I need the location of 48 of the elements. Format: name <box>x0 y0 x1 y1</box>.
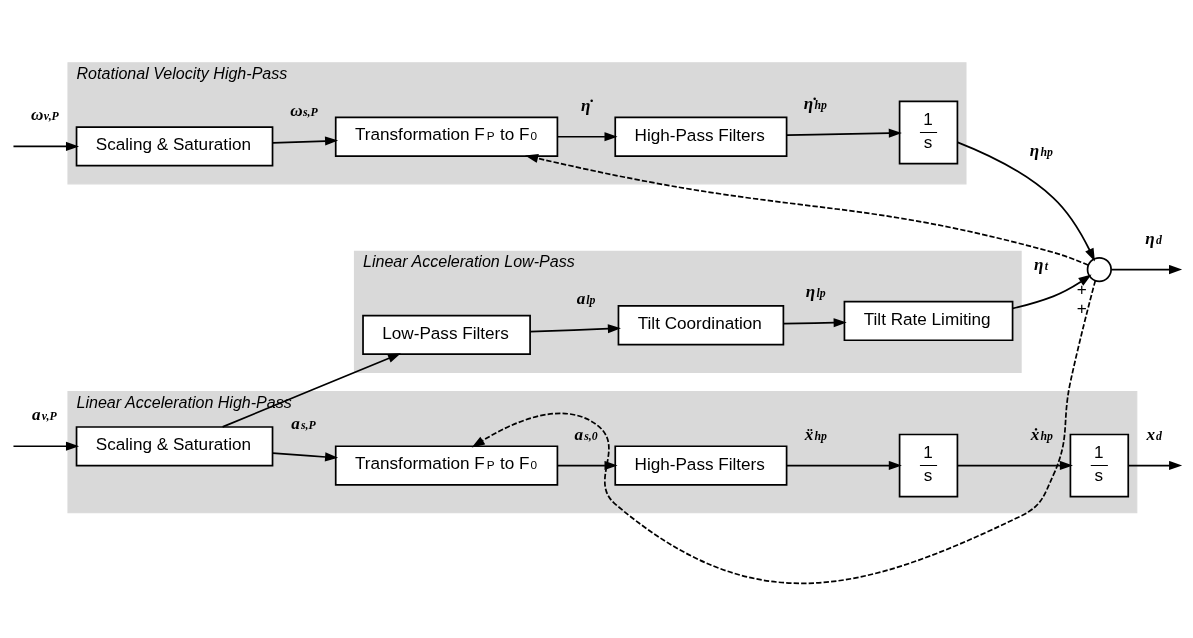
node-label: + <box>1076 298 1087 319</box>
node-label: + <box>1076 279 1087 300</box>
node-circle <box>1086 256 1112 283</box>
arrow <box>556 460 618 471</box>
arrow <box>12 141 80 151</box>
edge-label: as,P <box>291 413 316 433</box>
edge-label: η̇ <box>580 95 591 115</box>
edge-label: ηt <box>1034 255 1048 275</box>
node-box: Transformation FP to F0 <box>334 445 559 486</box>
edge-label: as,0 <box>574 424 598 444</box>
arrow <box>471 279 1097 585</box>
node-box: Tilt Rate Limiting <box>843 300 1014 342</box>
node-box: Transformation FP to F0 <box>334 116 559 157</box>
edge-label: ηd <box>1145 228 1162 248</box>
arrow <box>956 141 1095 262</box>
edge-label: ηhp <box>1029 140 1053 160</box>
node-box: 1 s <box>898 433 959 498</box>
edge-label: xd <box>1146 424 1162 444</box>
edge-label: av,P <box>32 405 57 425</box>
node-box: High-Pass Filters <box>614 116 788 157</box>
arrow <box>271 136 339 146</box>
arrow <box>271 452 339 462</box>
node-box: 1 s <box>1069 433 1130 498</box>
arrow <box>1012 274 1092 310</box>
arrow <box>786 460 902 471</box>
arrow <box>12 441 80 451</box>
edge-label: ẋhp <box>1030 424 1053 444</box>
node-box: Scaling & Saturation <box>75 426 274 467</box>
edge-label: ẍhp <box>804 424 827 444</box>
arrow <box>221 353 401 428</box>
arrow <box>786 128 902 138</box>
edge-label: ωs,P <box>290 101 318 121</box>
edge-label: η̇hp <box>803 93 827 113</box>
arrow <box>956 460 1073 471</box>
node-box: 1 s <box>898 100 959 165</box>
node-box: High-Pass Filters <box>614 445 788 486</box>
arrow <box>529 324 621 334</box>
arrow <box>556 132 618 142</box>
node-box: Low-Pass Filters <box>362 314 531 355</box>
arrow <box>525 153 1089 266</box>
arrow <box>782 318 847 328</box>
arrow <box>1127 460 1183 471</box>
edge-label: alp <box>576 288 596 308</box>
edge-label: ηlp <box>805 282 826 302</box>
node-box: Scaling & Saturation <box>75 126 274 167</box>
node-box: Tilt Coordination <box>617 305 785 346</box>
edge-label: ωv,P <box>31 105 59 125</box>
arrow <box>1110 264 1183 275</box>
